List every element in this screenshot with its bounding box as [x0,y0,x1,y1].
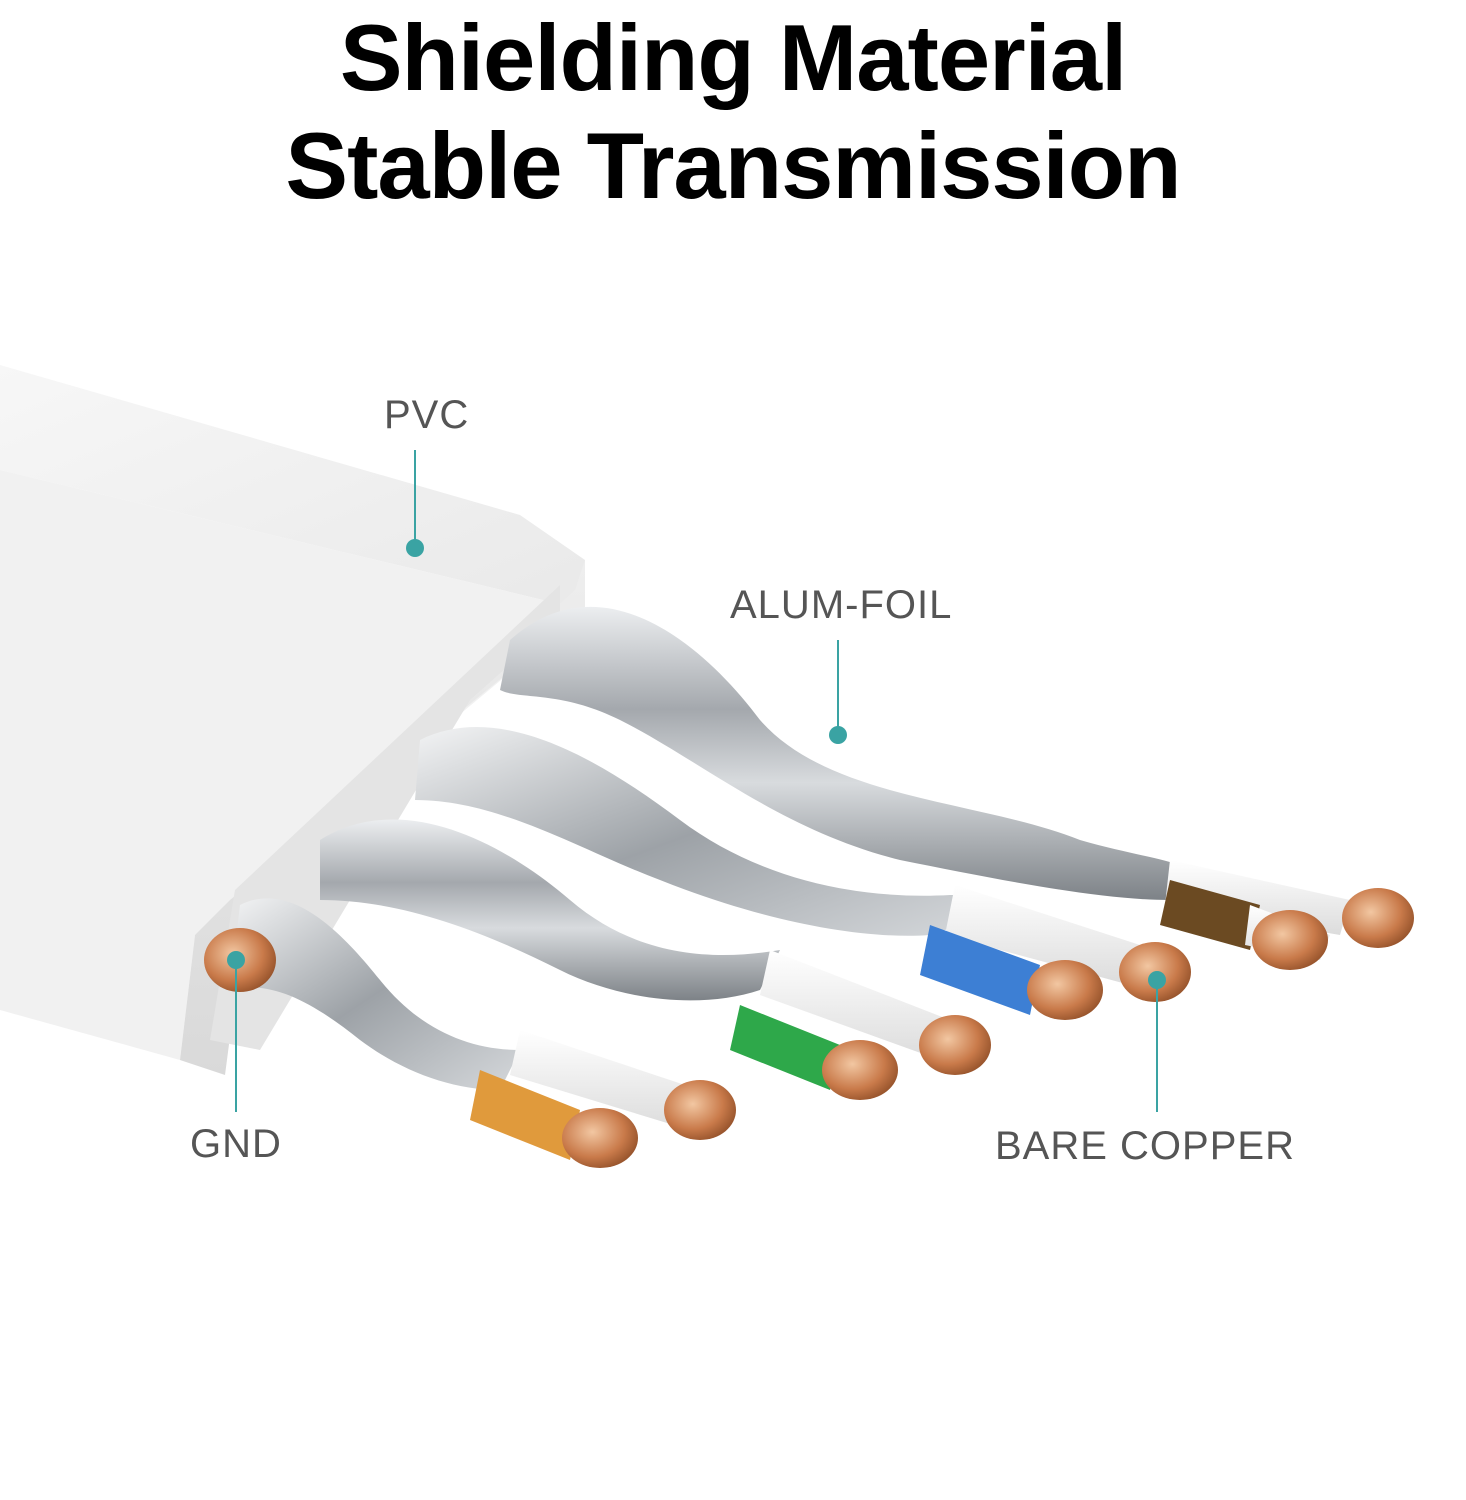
headline-line-1: Shielding Material [339,5,1127,110]
shielded-pair-brown [500,606,1414,970]
label-bare-copper: BARE COPPER [995,1124,1295,1168]
label-gnd: GND [190,1122,282,1166]
shielded-pair-orange [230,898,736,1168]
label-alum-foil: ALUM-FOIL [730,583,953,627]
callout-alum-foil-pointer [829,640,847,744]
callout-pvc-pointer [406,450,424,557]
pvc-jacket-front [180,560,585,1075]
pvc-jacket-body [0,470,585,1060]
callout-gnd-pointer [227,951,245,1112]
shielded-pair-blue [415,727,1191,1020]
shielded-pair-green [320,819,991,1100]
pvc-jacket-top [0,365,585,610]
label-pvc: PVC [384,393,470,437]
callout-bare-copper-pointer [1148,971,1166,1112]
headline-line-2: Stable Transmission [285,113,1181,218]
